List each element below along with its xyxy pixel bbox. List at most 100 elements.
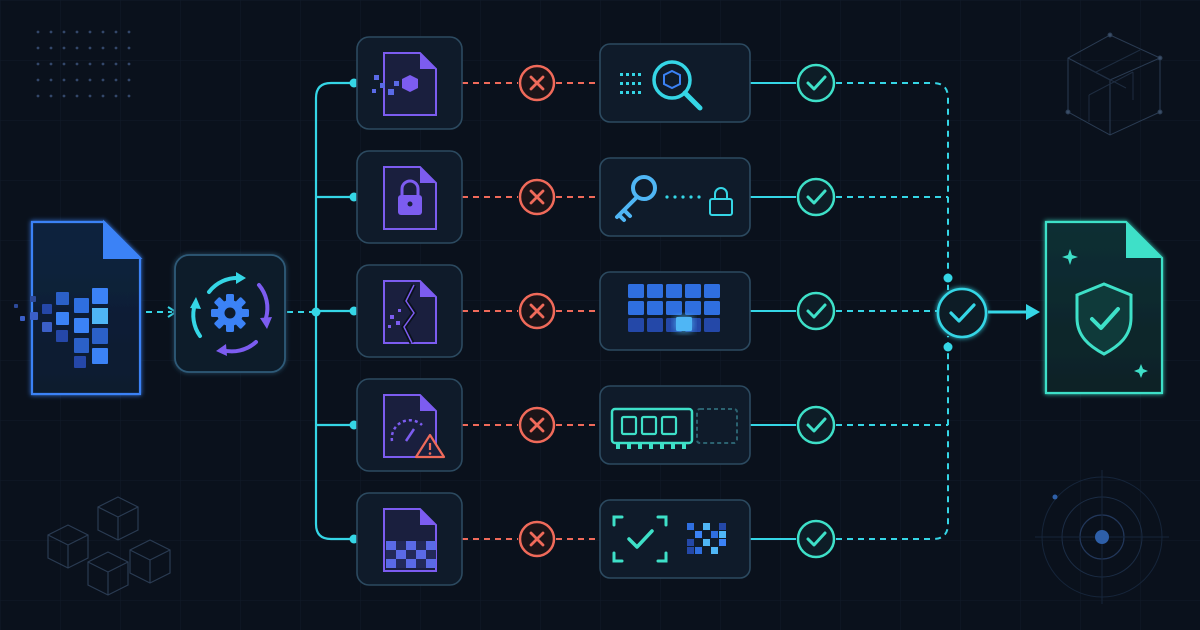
repair-row bbox=[356, 492, 836, 586]
data-pixel bbox=[30, 296, 36, 302]
grid-dot bbox=[114, 78, 118, 82]
gear-tooth bbox=[226, 324, 234, 332]
grid-dot bbox=[101, 46, 105, 50]
grid-dot bbox=[62, 78, 66, 82]
grid-dot bbox=[62, 30, 66, 34]
merge-connector bbox=[836, 336, 949, 540]
data-pixel bbox=[20, 316, 25, 321]
verification-hub-check-icon bbox=[936, 287, 988, 339]
grid-dot bbox=[75, 62, 79, 66]
grid-dot bbox=[62, 62, 66, 66]
grid-dot bbox=[114, 62, 118, 66]
data-pixel bbox=[74, 356, 86, 368]
file-header-damage-icon bbox=[356, 36, 463, 130]
grid-dot bbox=[114, 94, 118, 98]
data-pixel bbox=[74, 298, 89, 313]
repair-engine-gear-icon bbox=[174, 254, 286, 373]
grid-dot bbox=[127, 94, 131, 98]
grid-dot bbox=[36, 62, 40, 66]
error-x-icon bbox=[518, 178, 556, 216]
grid-dot bbox=[75, 30, 79, 34]
repair-row bbox=[356, 36, 836, 130]
memory-module-icon bbox=[599, 385, 751, 465]
grid-dot bbox=[88, 30, 92, 34]
grid-dot bbox=[114, 46, 118, 50]
success-check-icon bbox=[796, 177, 836, 217]
grid-dot bbox=[75, 46, 79, 50]
validated-frame-icon bbox=[599, 499, 751, 579]
grid-dot bbox=[114, 30, 118, 34]
data-pixel bbox=[42, 304, 52, 314]
grid-dot bbox=[36, 46, 40, 50]
grid-dot bbox=[49, 30, 53, 34]
isometric-blocks-icon bbox=[47, 496, 171, 596]
error-x-icon bbox=[518, 520, 556, 558]
grid-dot bbox=[49, 62, 53, 66]
data-pixel bbox=[92, 288, 108, 304]
data-pixel bbox=[42, 322, 52, 332]
error-x-icon bbox=[518, 406, 556, 444]
repair-rows bbox=[356, 36, 836, 586]
radar-target-icon bbox=[1035, 470, 1169, 604]
success-check-icon bbox=[796, 519, 836, 559]
data-pixel bbox=[56, 330, 68, 342]
data-pixel bbox=[14, 304, 18, 308]
corrupted-data-pixels bbox=[14, 288, 108, 368]
data-pixel bbox=[92, 348, 108, 364]
grid-dot bbox=[75, 78, 79, 82]
scan-inspect-magnifier-icon bbox=[599, 43, 751, 123]
merge-connector bbox=[836, 82, 949, 290]
success-check-icon bbox=[796, 291, 836, 331]
gear-tooth bbox=[211, 309, 219, 317]
grid-dot bbox=[36, 30, 40, 34]
data-pixel bbox=[92, 308, 108, 324]
data-pixel bbox=[74, 338, 89, 353]
success-check-icon bbox=[796, 63, 836, 103]
junction-dot bbox=[943, 273, 953, 283]
grid-dot bbox=[88, 46, 92, 50]
error-x-icon bbox=[518, 292, 556, 330]
file-warning-gauge-icon bbox=[356, 378, 463, 472]
grid-dot bbox=[101, 94, 105, 98]
grid-dot bbox=[101, 78, 105, 82]
grid-dot bbox=[127, 78, 131, 82]
gear-hole bbox=[224, 307, 236, 319]
junction-dot bbox=[311, 307, 321, 317]
locked-file-icon bbox=[356, 150, 463, 244]
dot-grid-pattern bbox=[36, 30, 131, 98]
grid-dot bbox=[49, 46, 53, 50]
grid-dot bbox=[62, 94, 66, 98]
error-x-icon bbox=[518, 64, 556, 102]
data-pixel bbox=[74, 318, 89, 333]
success-check-icon bbox=[796, 405, 836, 445]
grid-dot bbox=[62, 46, 66, 50]
grid-dot bbox=[49, 78, 53, 82]
grid-dot bbox=[101, 30, 105, 34]
protected-file-shield-icon bbox=[1044, 220, 1164, 395]
pixelated-file-icon bbox=[356, 492, 463, 586]
data-pixel bbox=[92, 328, 108, 344]
grid-dot bbox=[36, 94, 40, 98]
grid-dot bbox=[88, 62, 92, 66]
grid-dot bbox=[101, 62, 105, 66]
data-pixel bbox=[30, 312, 38, 320]
data-pixel bbox=[56, 292, 69, 305]
grid-dot bbox=[49, 94, 53, 98]
grid-dot bbox=[36, 78, 40, 82]
key-unlock-icon bbox=[599, 157, 751, 237]
grid-dot bbox=[127, 46, 131, 50]
wireframe-cube-icon bbox=[1065, 32, 1163, 136]
block-grid-rebuild-icon bbox=[599, 271, 751, 351]
broken-split-file-icon bbox=[356, 264, 463, 358]
gear-tooth bbox=[226, 294, 234, 302]
grid-dot bbox=[88, 78, 92, 82]
grid-dot bbox=[127, 30, 131, 34]
grid-dot bbox=[127, 62, 131, 66]
repair-row bbox=[356, 378, 836, 472]
grid-dot bbox=[75, 94, 79, 98]
arrowhead bbox=[1026, 304, 1040, 320]
data-pixel bbox=[56, 312, 69, 325]
junction-dot bbox=[943, 342, 953, 352]
gear-tooth bbox=[241, 309, 249, 317]
